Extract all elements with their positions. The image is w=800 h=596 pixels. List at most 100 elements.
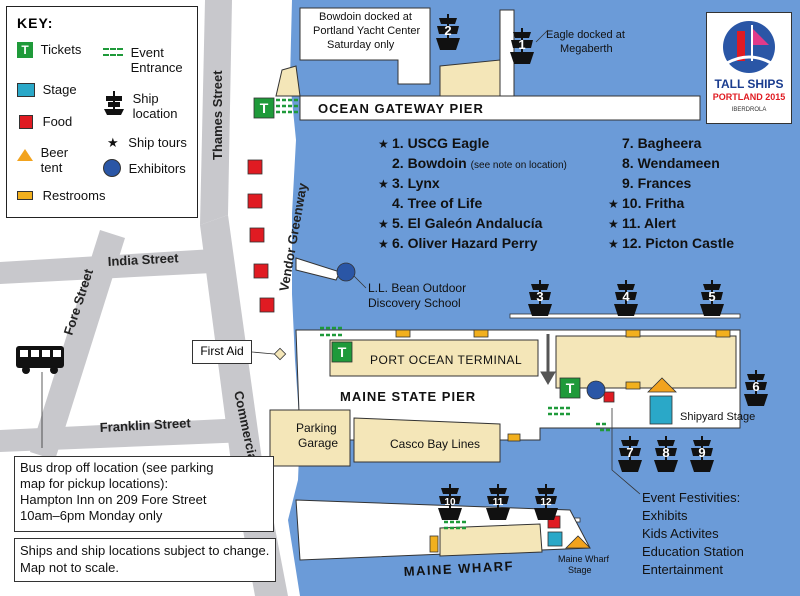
tour-star-icon: ★ [378,237,389,251]
logo-subtitle: PORTLAND 2015 [712,92,786,102]
key-ship-location: Ship location [103,91,189,121]
tour-star-icon: ★ [378,137,389,151]
ship-list-label: 12. Picton Castle [622,235,734,251]
ship-number: 4 [622,289,630,304]
bus-note-line-1: Bus drop off location (see parking [20,460,214,475]
lighthouse-ship-icon [723,21,775,73]
ship-list-item-left-6: ★6. Oliver Hazard Perry [378,235,538,251]
ship-number: 10 [444,497,456,508]
ship-number: 11 [493,497,504,508]
ship-marker-7: 7 [618,436,642,472]
food-icon [19,114,33,129]
bus-note-line-3: Hampton Inn on 209 Fore Street [20,492,207,507]
thames-street-label: Thames Street [210,70,225,160]
key-food-label: Food [42,114,73,130]
stage-icon [17,82,35,97]
parking-garage-building [269,409,351,467]
ship-number: 6 [752,379,759,394]
tour-star-icon: ★ [608,237,619,251]
casco-bay-lines-building [353,417,501,463]
ship-number: 12 [540,497,552,508]
festivities-leader [611,408,641,495]
restroom-icon [17,191,33,201]
ship-list-label: 10. Fritha [622,195,684,211]
logo-title: TALL SHIPS [714,77,784,91]
tour-star-icon: ★ [378,217,389,231]
ship-list-label: 5. El Galeón Andalucía [392,215,543,231]
ship-list-label: 9. Frances [622,175,691,191]
ll-bean-label-1: L.L. Bean Outdoor [368,281,466,295]
bus-note: Bus drop off location (see parking map f… [14,456,274,532]
entrance-icon [103,48,123,56]
ship-marker-11: 11 [486,484,510,520]
ship-number: 8 [662,445,669,460]
first-aid-leader [251,351,275,355]
key-ship-location-label: Ship location [132,91,178,121]
disclaimer-line-2: Map not to scale. [20,560,119,575]
ocean-gateway-pier [275,7,701,121]
india-street-label: India Street [107,250,179,269]
ship-marker-2: 2 [436,14,460,50]
ship-marker-8: 8 [654,436,678,472]
ll-bean-label-2: Discovery School [368,296,461,310]
tall-ships-logo: TALL SHIPS PORTLAND 2015 IBERDROLA [706,12,792,124]
restroom-markers [395,329,731,553]
maine-wharf-stage-label-1: Maine Wharf [558,554,610,564]
tour-star-icon: ★ [608,197,619,211]
ship-marker-4: 4 [614,280,638,316]
first-aid-marker [273,347,287,361]
key-restrooms-label: Restrooms [42,188,106,204]
festivities-line-2: Exhibits [642,508,688,523]
maine-state-pier [295,329,741,441]
bowdoin-note-1: Bowdoin docked at [319,11,412,23]
ship-list-label: 3. Lynx [392,175,440,191]
festivities-line-3: Kids Activites [642,526,719,541]
ship-list-item-right-2: 8. Wendameen [622,155,720,171]
ship-number: 3 [536,289,543,304]
ticket-glyph: T [260,100,269,116]
star-icon: ★ [107,135,119,150]
ship-marker-10: 10 [438,484,462,520]
maine-wharf-building [439,523,543,557]
exhibitor-markers [336,262,606,400]
franklin-street-road [0,418,248,452]
beer-tent-marker [647,377,677,393]
ship-list-label: 8. Wendameen [622,155,720,171]
first-aid-label: First Aid [192,340,252,364]
key-ship-tours-label: Ship tours [128,135,187,150]
ship-number: 1 [518,37,525,52]
key-stage: Stage [17,81,77,97]
shipyard-stage-marker [649,395,673,425]
tour-star-icon: ★ [608,217,619,231]
maine-state-pier-label: MAINE STATE PIER [340,389,476,404]
port-ocean-terminal-label: PORT OCEAN TERMINAL [370,353,522,367]
food-markers [247,159,615,529]
ship-list-label: 1. USCG Eagle [392,135,489,151]
tour-star-icon: ★ [378,177,389,191]
ticket-glyph: T [338,344,347,360]
exhibitor-icon [103,159,121,177]
ship-list-label: 7. Bagheera [622,135,702,151]
event-entrance-markers [276,98,612,530]
key-restrooms: Restrooms [17,187,105,203]
eagle-note-2: Megaberth [560,43,613,55]
shipyard-stage-label: Shipyard Stage [680,411,755,423]
key-event-entrance-label: Event Entrance [130,45,183,75]
casco-bay-lines-label: Casco Bay Lines [390,437,480,451]
ship-list-item-left-1: ★1. USCG Eagle [378,135,489,151]
ship-marker-6: 6 [744,370,768,406]
ship-list-item-left-4: 4. Tree of Life [392,195,482,211]
bus-icon [16,346,64,374]
ship-list-label: 11. Alert [622,215,676,231]
ship-icon [104,91,124,115]
ll-bean-leader [353,275,367,289]
ship-list-item-left-3: ★3. Lynx [378,175,440,191]
ticket-icon: T [17,41,33,58]
fore-street-road [30,230,125,460]
ship-marker-1: 1 [510,28,534,64]
key-exhibitors: Exhibitors [103,159,186,177]
bowdoin-note-2: Portland Yacht Center [313,25,421,37]
